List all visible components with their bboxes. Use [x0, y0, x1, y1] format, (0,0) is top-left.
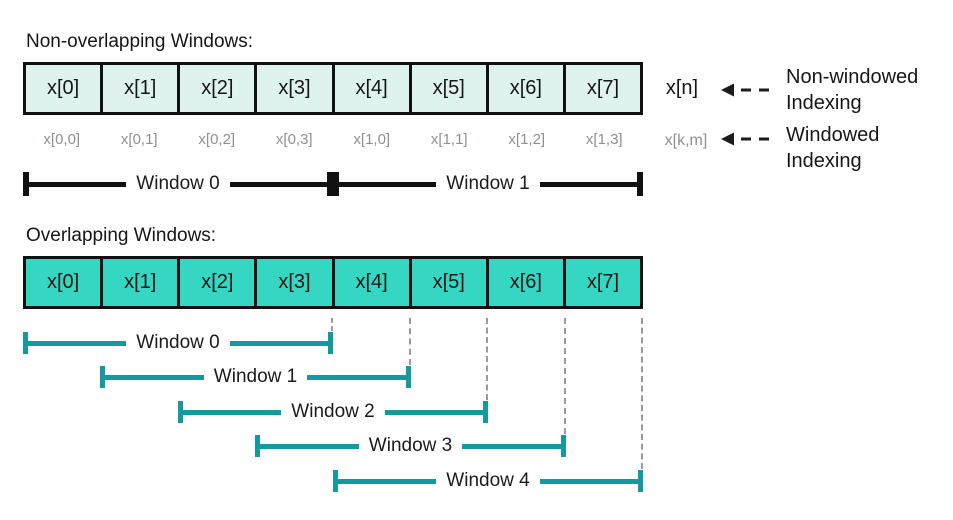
boundary-dashed-line [641, 318, 643, 469]
bar-end-tick [100, 366, 105, 388]
bar-end-tick [255, 435, 260, 457]
array-cell: x[7] [562, 65, 640, 112]
array-cell: x[7] [562, 259, 640, 306]
bar-end-tick [328, 332, 334, 354]
bar-line [260, 443, 359, 449]
bracket-line [339, 181, 437, 187]
array-cell: x[4] [331, 65, 409, 112]
window-bracket: Window 1 [333, 172, 644, 196]
array-cell: x[0] [46, 271, 80, 293]
window-label: Window 2 [291, 401, 375, 422]
bracket-line [29, 181, 127, 187]
bracket-end-tick [23, 172, 29, 196]
overlapping-sample-array: x[0] x[1] x[2] x[3] x[4] x[5] x[6] x[7] [23, 256, 643, 309]
bar-end-tick [561, 435, 567, 457]
bracket-end-tick [327, 172, 334, 196]
windowed-index-label: x[0,2] [198, 131, 236, 148]
array-cell: x[2] [177, 259, 254, 306]
windowed-index-label: x[1,0] [353, 131, 391, 148]
boundary-dashed-line [486, 318, 488, 400]
legend-line: Windowed [786, 124, 880, 146]
windowed-index-label: x[0,0] [43, 131, 81, 148]
window-label: Window 1 [213, 366, 298, 387]
array-cell: x[6] [485, 65, 563, 112]
windowed-index-label: x[1,2] [508, 131, 546, 148]
array-cell: x[1] [100, 65, 177, 112]
bar-end-tick [23, 332, 28, 354]
bar-line [105, 374, 204, 380]
window-label: Window 0 [136, 332, 220, 353]
non-overlapping-title: Non-overlapping Windows: [26, 31, 254, 52]
bar-line [462, 443, 562, 449]
dashed-arrow-left-icon [721, 83, 773, 97]
array-cell: x[6] [485, 259, 563, 306]
bracket-end-tick [333, 172, 339, 196]
windowed-index-label: x[1,3] [585, 131, 623, 148]
boundary-dashed-line [564, 318, 566, 434]
window-label: Window 0 [136, 173, 220, 194]
windowed-index-row: x[0,0] x[0,1] x[0,2] x[0,3] x[1,0] x[1,1… [23, 131, 643, 148]
legend-windowed: Windowed Indexing [786, 122, 879, 174]
legend-non-windowed: Non-windowed Indexing [786, 64, 918, 116]
dashed-arrow-left-icon [721, 132, 773, 146]
windowed-symbol: x[k,m] [664, 132, 708, 149]
bar-line [229, 340, 329, 346]
array-cell: x[5] [408, 65, 486, 112]
array-cell: x[3] [254, 259, 331, 306]
boundary-dashed-line [409, 318, 411, 365]
windowed-index-label: x[0,3] [275, 131, 313, 148]
bar-line [338, 478, 437, 484]
legend-line: Indexing [786, 150, 862, 172]
bracket-line [539, 181, 638, 187]
window-bar: Window 0 [23, 332, 334, 354]
window-bracket: Window 0 [23, 172, 334, 196]
bar-line [28, 340, 127, 346]
bar-line [307, 374, 407, 380]
bar-end-tick [406, 366, 412, 388]
bracket-end-tick [637, 172, 644, 196]
bar-end-tick [333, 470, 338, 492]
window-label: Window 4 [446, 470, 530, 491]
window-bar: Window 2 [178, 401, 489, 423]
window-bar: Window 4 [333, 470, 644, 492]
non-overlapping-sample-array: x[0] x[1] x[2] x[3] x[4] x[5] x[6] x[7] [23, 62, 643, 115]
bracket-line [229, 181, 328, 187]
bar-end-tick [638, 470, 644, 492]
window-label: Window 3 [368, 435, 453, 456]
bar-line [539, 478, 639, 484]
legend-line: Indexing [786, 92, 862, 114]
bar-end-tick [483, 401, 489, 423]
windowed-index-label: x[1,1] [430, 131, 468, 148]
array-cell: x[2] [177, 65, 254, 112]
window-bar: Window 3 [255, 435, 567, 457]
array-cell: x[5] [408, 259, 486, 306]
bar-line [183, 409, 282, 415]
window-bar: Window 1 [100, 366, 412, 388]
legend-line: Non-windowed [786, 66, 919, 88]
array-cell: x[1] [100, 259, 177, 306]
array-cell: x[0] [46, 77, 80, 99]
boundary-dashed-line [331, 318, 333, 331]
window-label: Window 1 [446, 173, 530, 194]
windowed-index-label: x[0,1] [120, 131, 158, 148]
non-windowed-symbol: x[n] [665, 77, 699, 99]
bar-end-tick [178, 401, 183, 423]
overlapping-title: Overlapping Windows: [26, 225, 217, 246]
array-cell: x[4] [331, 259, 409, 306]
bar-line [384, 409, 484, 415]
array-cell: x[3] [254, 65, 331, 112]
